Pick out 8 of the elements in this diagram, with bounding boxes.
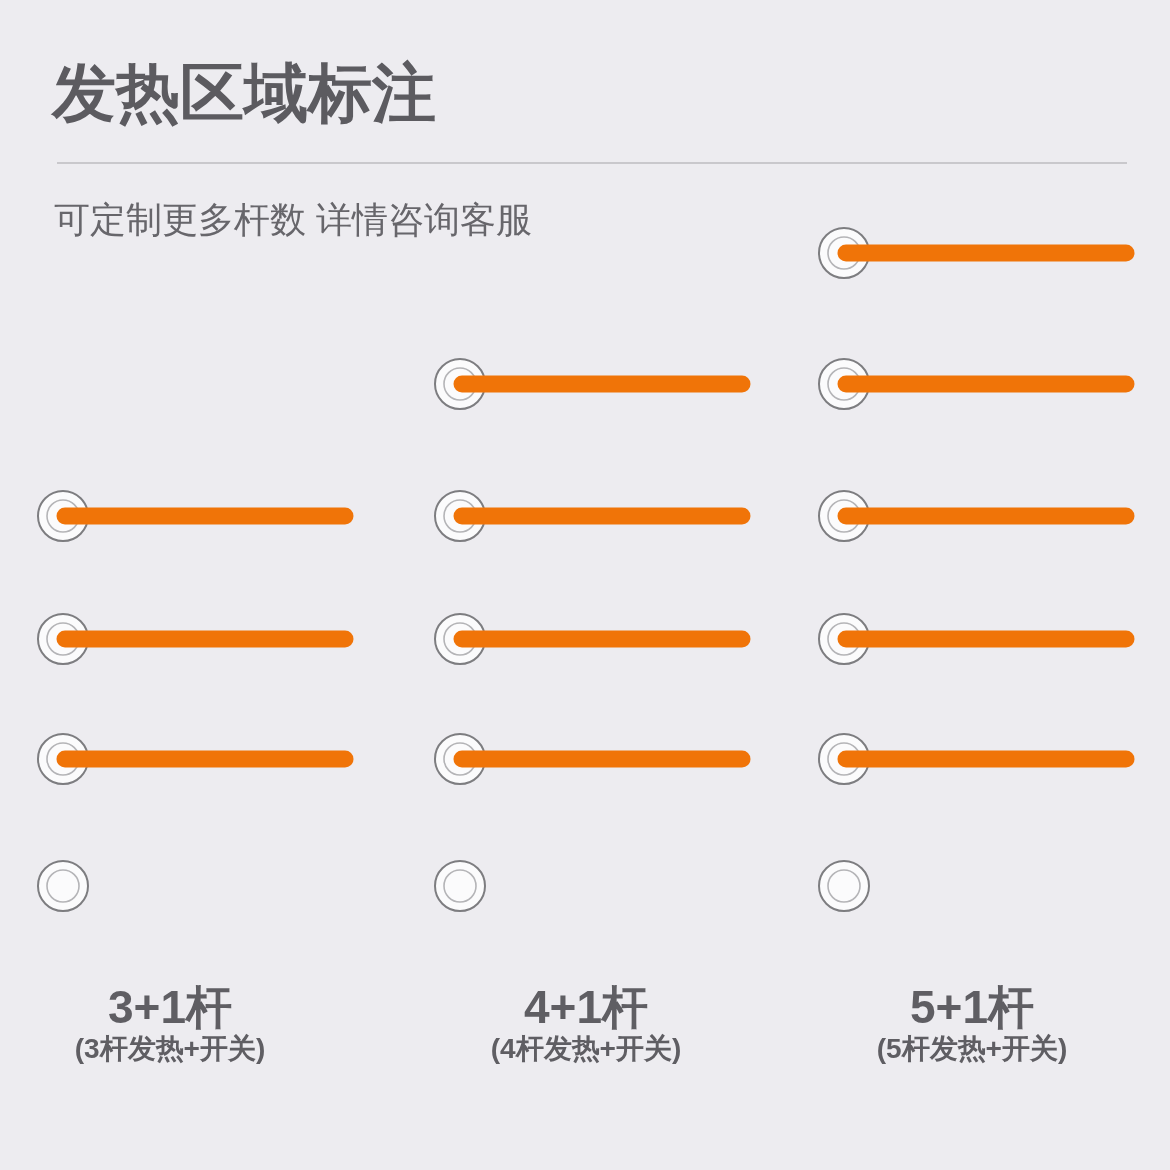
column-note: (4杆发热+开关) [490, 1034, 682, 1065]
column-heading: 3+1杆 [108, 982, 232, 1033]
column-heading: 4+1杆 [524, 982, 648, 1033]
column-note: (3杆发热+开关) [74, 1034, 266, 1065]
column-heading: 5+1杆 [910, 982, 1034, 1033]
title: 发热区域标注 [52, 58, 436, 129]
subtitle: 可定制更多杆数 详情咨询客服 [54, 200, 532, 240]
column-note: (5杆发热+开关) [876, 1034, 1068, 1065]
